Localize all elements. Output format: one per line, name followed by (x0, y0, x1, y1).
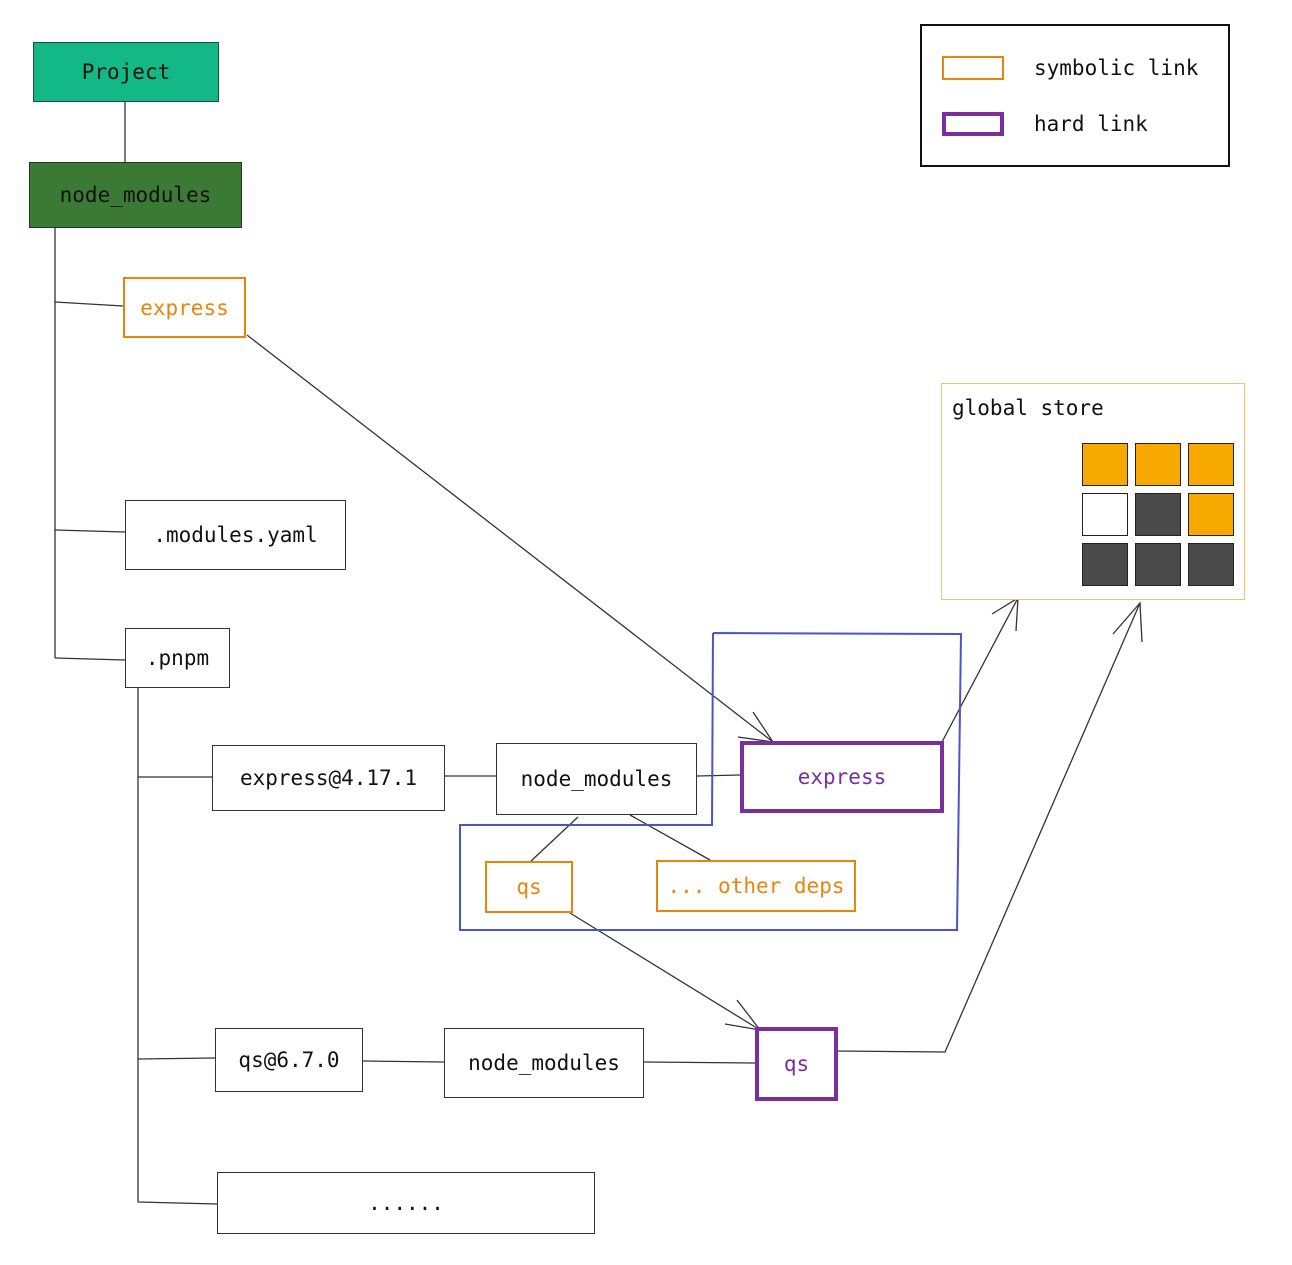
express-node-modules-node: node_modules (496, 743, 697, 815)
hard-link-swatch (942, 112, 1004, 136)
connector-qs-version-node-modules (362, 1060, 445, 1063)
connector-to-modules-yaml (54, 529, 126, 533)
connector-node-modules-qs-hard (643, 1061, 756, 1064)
symbolic-link-label: symbolic link (1034, 56, 1199, 80)
project-node: Project (33, 42, 219, 102)
arrowhead-express-symlink (737, 711, 775, 743)
arrow-express-to-store (941, 597, 1019, 743)
symbolic-link-swatch (942, 56, 1004, 80)
store-cell (1188, 543, 1234, 586)
connector-to-ellipsis (137, 1201, 218, 1205)
store-cell (1135, 443, 1181, 486)
express-hardlink-node: express (740, 741, 944, 813)
legend-row-symbolic: symbolic link (942, 56, 1198, 80)
arrowhead-qs-symlink (724, 999, 762, 1031)
express-version-node: express@4.17.1 (212, 745, 445, 811)
pnpm-node: .pnpm (125, 628, 230, 688)
connector-to-qs-version (137, 1057, 216, 1060)
other-deps-node: ... other deps (656, 860, 856, 912)
connector-to-express (54, 301, 124, 307)
connector-node-modules-express-hard (696, 774, 741, 777)
arrow-qs-symlink (569, 912, 761, 1031)
root-node-modules-node: node_modules (29, 162, 242, 228)
global-store-title: global store (952, 396, 1104, 420)
arrow-qs-to-store (835, 602, 1141, 1053)
store-cell (1188, 443, 1234, 486)
store-cell (1082, 443, 1128, 486)
arrowhead-express-to-store (991, 596, 1019, 632)
store-cell (1082, 493, 1128, 536)
qs-version-node: qs@6.7.0 (215, 1028, 363, 1092)
store-cell (1135, 493, 1181, 536)
qs-symlink-node: qs (485, 861, 573, 913)
connector-to-pnpm (54, 657, 126, 661)
modules-yaml-node: .modules.yaml (125, 500, 346, 570)
hard-link-label: hard link (1034, 112, 1148, 136)
store-cell (1188, 493, 1234, 536)
store-cell (1082, 543, 1128, 586)
connector-to-other-deps (629, 814, 711, 861)
ellipsis-node: ...... (217, 1172, 595, 1234)
connector-to-qs-symlink (530, 816, 579, 862)
arrowhead-qs-to-store (1112, 601, 1143, 643)
legend: symbolic link hard link (920, 24, 1230, 167)
qs-node-modules-node: node_modules (444, 1028, 644, 1098)
express-symlink-node: express (123, 277, 246, 338)
global-store: global store (941, 383, 1245, 600)
legend-row-hard: hard link (942, 112, 1148, 136)
qs-hardlink-node: qs (755, 1027, 838, 1101)
store-cell (1135, 543, 1181, 586)
